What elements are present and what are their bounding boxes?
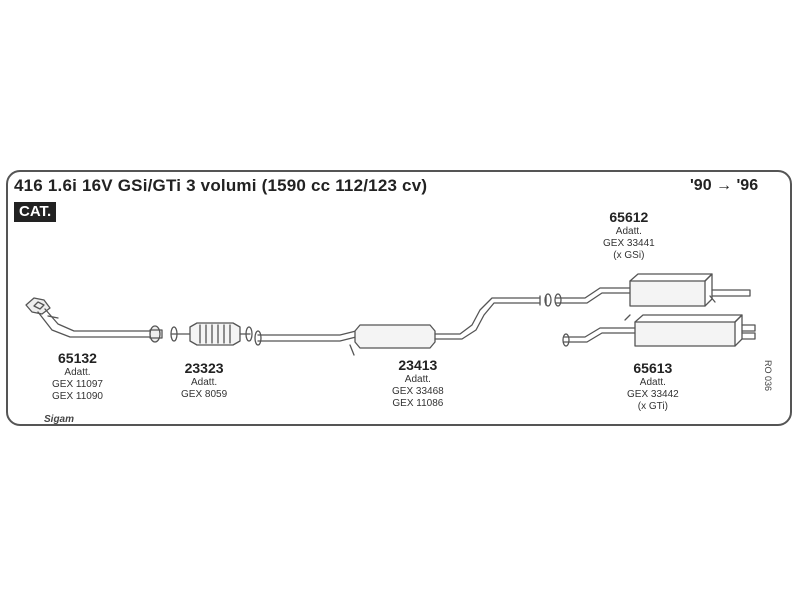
part-detail: (x GSi)	[613, 250, 645, 261]
part-label-65613: 65613 Adatt. GEX 33442 (x GTi)	[627, 360, 679, 413]
catalytic-converter-23323	[170, 322, 253, 346]
part-detail: GEX 33441	[603, 238, 655, 249]
part-number: 65612	[609, 209, 649, 225]
part-detail: GEX 11090	[52, 391, 103, 402]
part-label-65132: 65132 Adatt. GEX 11097 GEX 11090	[52, 350, 103, 403]
middle-pipe-23413	[254, 293, 552, 356]
rear-silencer-65612	[554, 273, 751, 307]
part-detail: GEX 11086	[392, 398, 444, 409]
front-pipe-65132	[25, 297, 163, 343]
page-title: 416 1.6i 16V GSi/GTi 3 volumi (1590 cc 1…	[14, 176, 428, 195]
part-label-23323: 23323 Adatt. GEX 8059	[181, 360, 227, 401]
part-detail: GEX 33442	[627, 389, 679, 400]
part-detail: Adatt.	[404, 374, 431, 385]
part-detail: Adatt.	[64, 367, 91, 378]
cat-badge: CAT.	[14, 202, 57, 222]
part-detail: GEX 33468	[392, 386, 444, 397]
reference-code: RO 036	[763, 360, 773, 392]
part-detail: GEX 11097	[52, 379, 103, 390]
part-number: 65613	[633, 360, 673, 376]
part-detail: GEX 8059	[181, 389, 228, 400]
part-detail: (x GTi)	[637, 401, 668, 412]
rear-silencer-65613	[562, 314, 756, 347]
brand-logo: Sigam	[44, 414, 75, 425]
part-label-65612: 65612 Adatt. GEX 33441 (x GSi)	[603, 209, 655, 262]
year-range: '90 → '96	[690, 177, 759, 194]
part-number: 23413	[398, 357, 438, 373]
part-detail: Adatt.	[639, 377, 666, 388]
part-label-23413: 23413 Adatt. GEX 33468 GEX 11086	[392, 357, 444, 410]
part-detail: Adatt.	[191, 377, 218, 388]
part-detail: Adatt.	[615, 226, 642, 237]
part-number: 65132	[58, 350, 97, 366]
part-number: 23323	[184, 360, 224, 376]
